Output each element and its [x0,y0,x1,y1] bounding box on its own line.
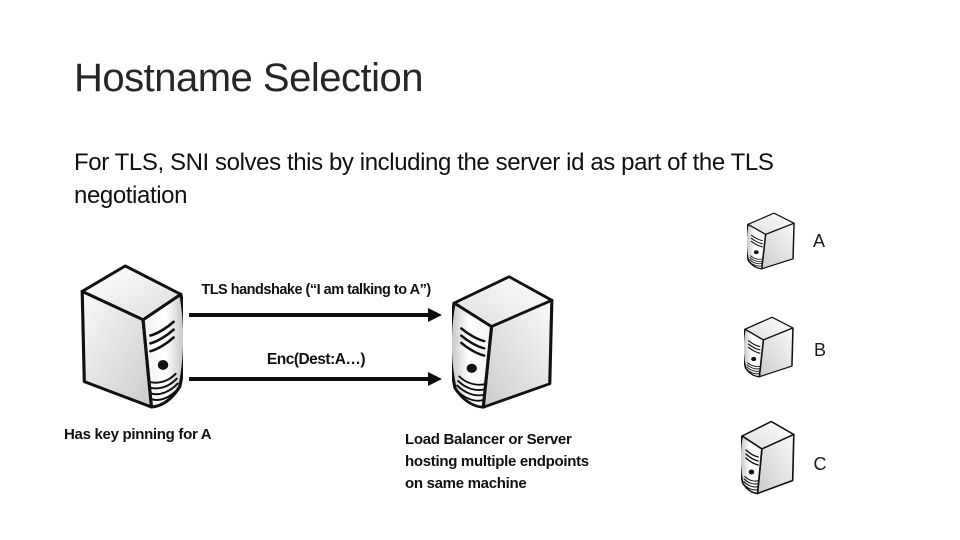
enc-dest-label: Enc(Dest:A…) [266,351,366,368]
slide-title: Hostname Selection [74,56,423,100]
load-balancer-caption: Load Balancer or Server hosting multiple… [405,429,589,495]
endpoint-label-a: A [812,231,825,251]
load-balancer-server-tower-icon [452,274,556,410]
client-caption: Has key pinning for A [64,426,212,443]
tls-handshake-arrow-icon [189,308,442,322]
endpoint-b-server-tower-icon [744,316,795,378]
load-balancer-caption-line-1: Load Balancer or Server [405,431,572,448]
endpoint-label-c: C [813,454,827,474]
endpoint-c-server-tower-icon [741,420,796,495]
endpoint-a-server-tower-icon [747,212,796,270]
enc-dest-arrow-icon [189,372,442,386]
tls-handshake-label: TLS handshake (“I am talking to A”) [201,282,431,298]
client-server-tower-icon [78,263,183,410]
endpoint-label-b: B [813,340,826,360]
slide-body: For TLS, SNI solves this by including th… [74,146,774,212]
load-balancer-caption-line-3: on same machine [405,475,527,492]
slide-body-line-1: For TLS, SNI solves this by including th… [74,149,774,176]
slide-body-line-2: negotiation [74,182,188,209]
load-balancer-caption-line-2: hosting multiple endpoints [405,453,589,470]
